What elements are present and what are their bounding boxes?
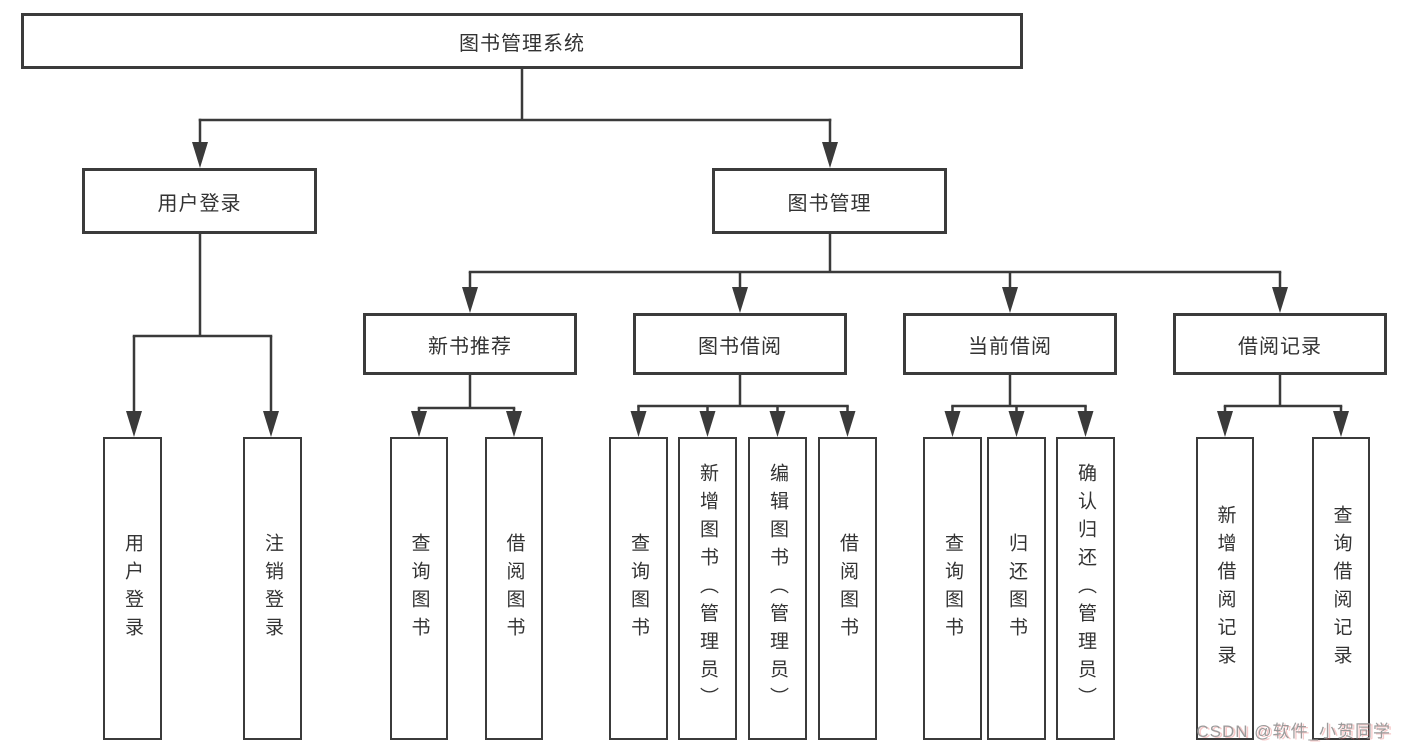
node-leaf-record-add: 新增借阅记录 <box>1196 437 1254 740</box>
node-leaf-bookborrow-query-label: 查询图书 <box>628 532 649 645</box>
node-leaf-record-add-label: 新增借阅记录 <box>1214 504 1236 673</box>
connector-bookmgmt-to-level3 <box>462 234 1288 313</box>
csdn-watermark: CSDN @软件_小贺同学 <box>1196 722 1391 741</box>
node-user-login-label: 用户登录 <box>157 192 242 215</box>
node-leaf-bookborrow-add-admin-label: 新增图书（管理员） <box>697 462 718 715</box>
connector-currentborrow-to-leaves <box>944 375 1094 437</box>
node-borrow-record: 借阅记录 <box>1173 313 1387 375</box>
node-book-borrow: 图书借阅 <box>633 313 847 375</box>
node-leaf-user-login: 用户登录 <box>103 437 162 740</box>
node-root-label: 图书管理系统 <box>459 32 585 55</box>
node-leaf-bookborrow-borrow-label: 借阅图书 <box>837 532 858 645</box>
node-leaf-currentborrow-query: 查询图书 <box>923 437 982 740</box>
node-leaf-currentborrow-confirm-admin-label: 确认归还（管理员） <box>1075 462 1096 715</box>
node-leaf-newbook-query-label: 查询图书 <box>408 532 430 645</box>
node-leaf-bookborrow-edit-admin-label: 编辑图书（管理员） <box>767 462 788 715</box>
node-leaf-user-login-label: 用户登录 <box>122 532 143 645</box>
node-new-book-recommend: 新书推荐 <box>363 313 577 375</box>
node-current-borrow-label: 当前借阅 <box>968 335 1052 358</box>
node-leaf-newbook-borrow-label: 借阅图书 <box>503 532 525 645</box>
node-leaf-newbook-query: 查询图书 <box>390 437 448 740</box>
node-leaf-currentborrow-confirm-admin: 确认归还（管理员） <box>1056 437 1115 740</box>
node-leaf-bookborrow-borrow: 借阅图书 <box>818 437 877 740</box>
node-leaf-currentborrow-return-label: 归还图书 <box>1006 532 1027 645</box>
node-root-system: 图书管理系统 <box>21 13 1023 69</box>
node-leaf-currentborrow-return: 归还图书 <box>987 437 1046 740</box>
node-leaf-bookborrow-query: 查询图书 <box>609 437 668 740</box>
node-leaf-record-query: 查询借阅记录 <box>1312 437 1370 740</box>
connector-newbook-to-leaves <box>411 375 522 437</box>
node-leaf-record-query-label: 查询借阅记录 <box>1330 504 1352 673</box>
connector-root-to-level2 <box>192 69 838 168</box>
node-leaf-bookborrow-edit-admin: 编辑图书（管理员） <box>748 437 807 740</box>
node-leaf-logout: 注销登录 <box>243 437 302 740</box>
node-current-borrow: 当前借阅 <box>903 313 1117 375</box>
connector-bookborrow-to-leaves <box>630 375 856 437</box>
connector-borrowrecord-to-leaves <box>1217 375 1349 437</box>
node-leaf-newbook-borrow: 借阅图书 <box>485 437 543 740</box>
node-leaf-bookborrow-add-admin: 新增图书（管理员） <box>678 437 737 740</box>
node-borrow-record-label: 借阅记录 <box>1238 335 1322 358</box>
node-new-book-recommend-label: 新书推荐 <box>428 335 512 358</box>
connector-userlogin-to-leaves <box>126 234 279 437</box>
node-book-management: 图书管理 <box>712 168 947 234</box>
node-book-borrow-label: 图书借阅 <box>698 335 782 358</box>
node-leaf-logout-label: 注销登录 <box>262 532 283 645</box>
node-leaf-currentborrow-query-label: 查询图书 <box>942 532 963 645</box>
node-book-management-label: 图书管理 <box>787 192 872 215</box>
node-user-login: 用户登录 <box>82 168 317 234</box>
